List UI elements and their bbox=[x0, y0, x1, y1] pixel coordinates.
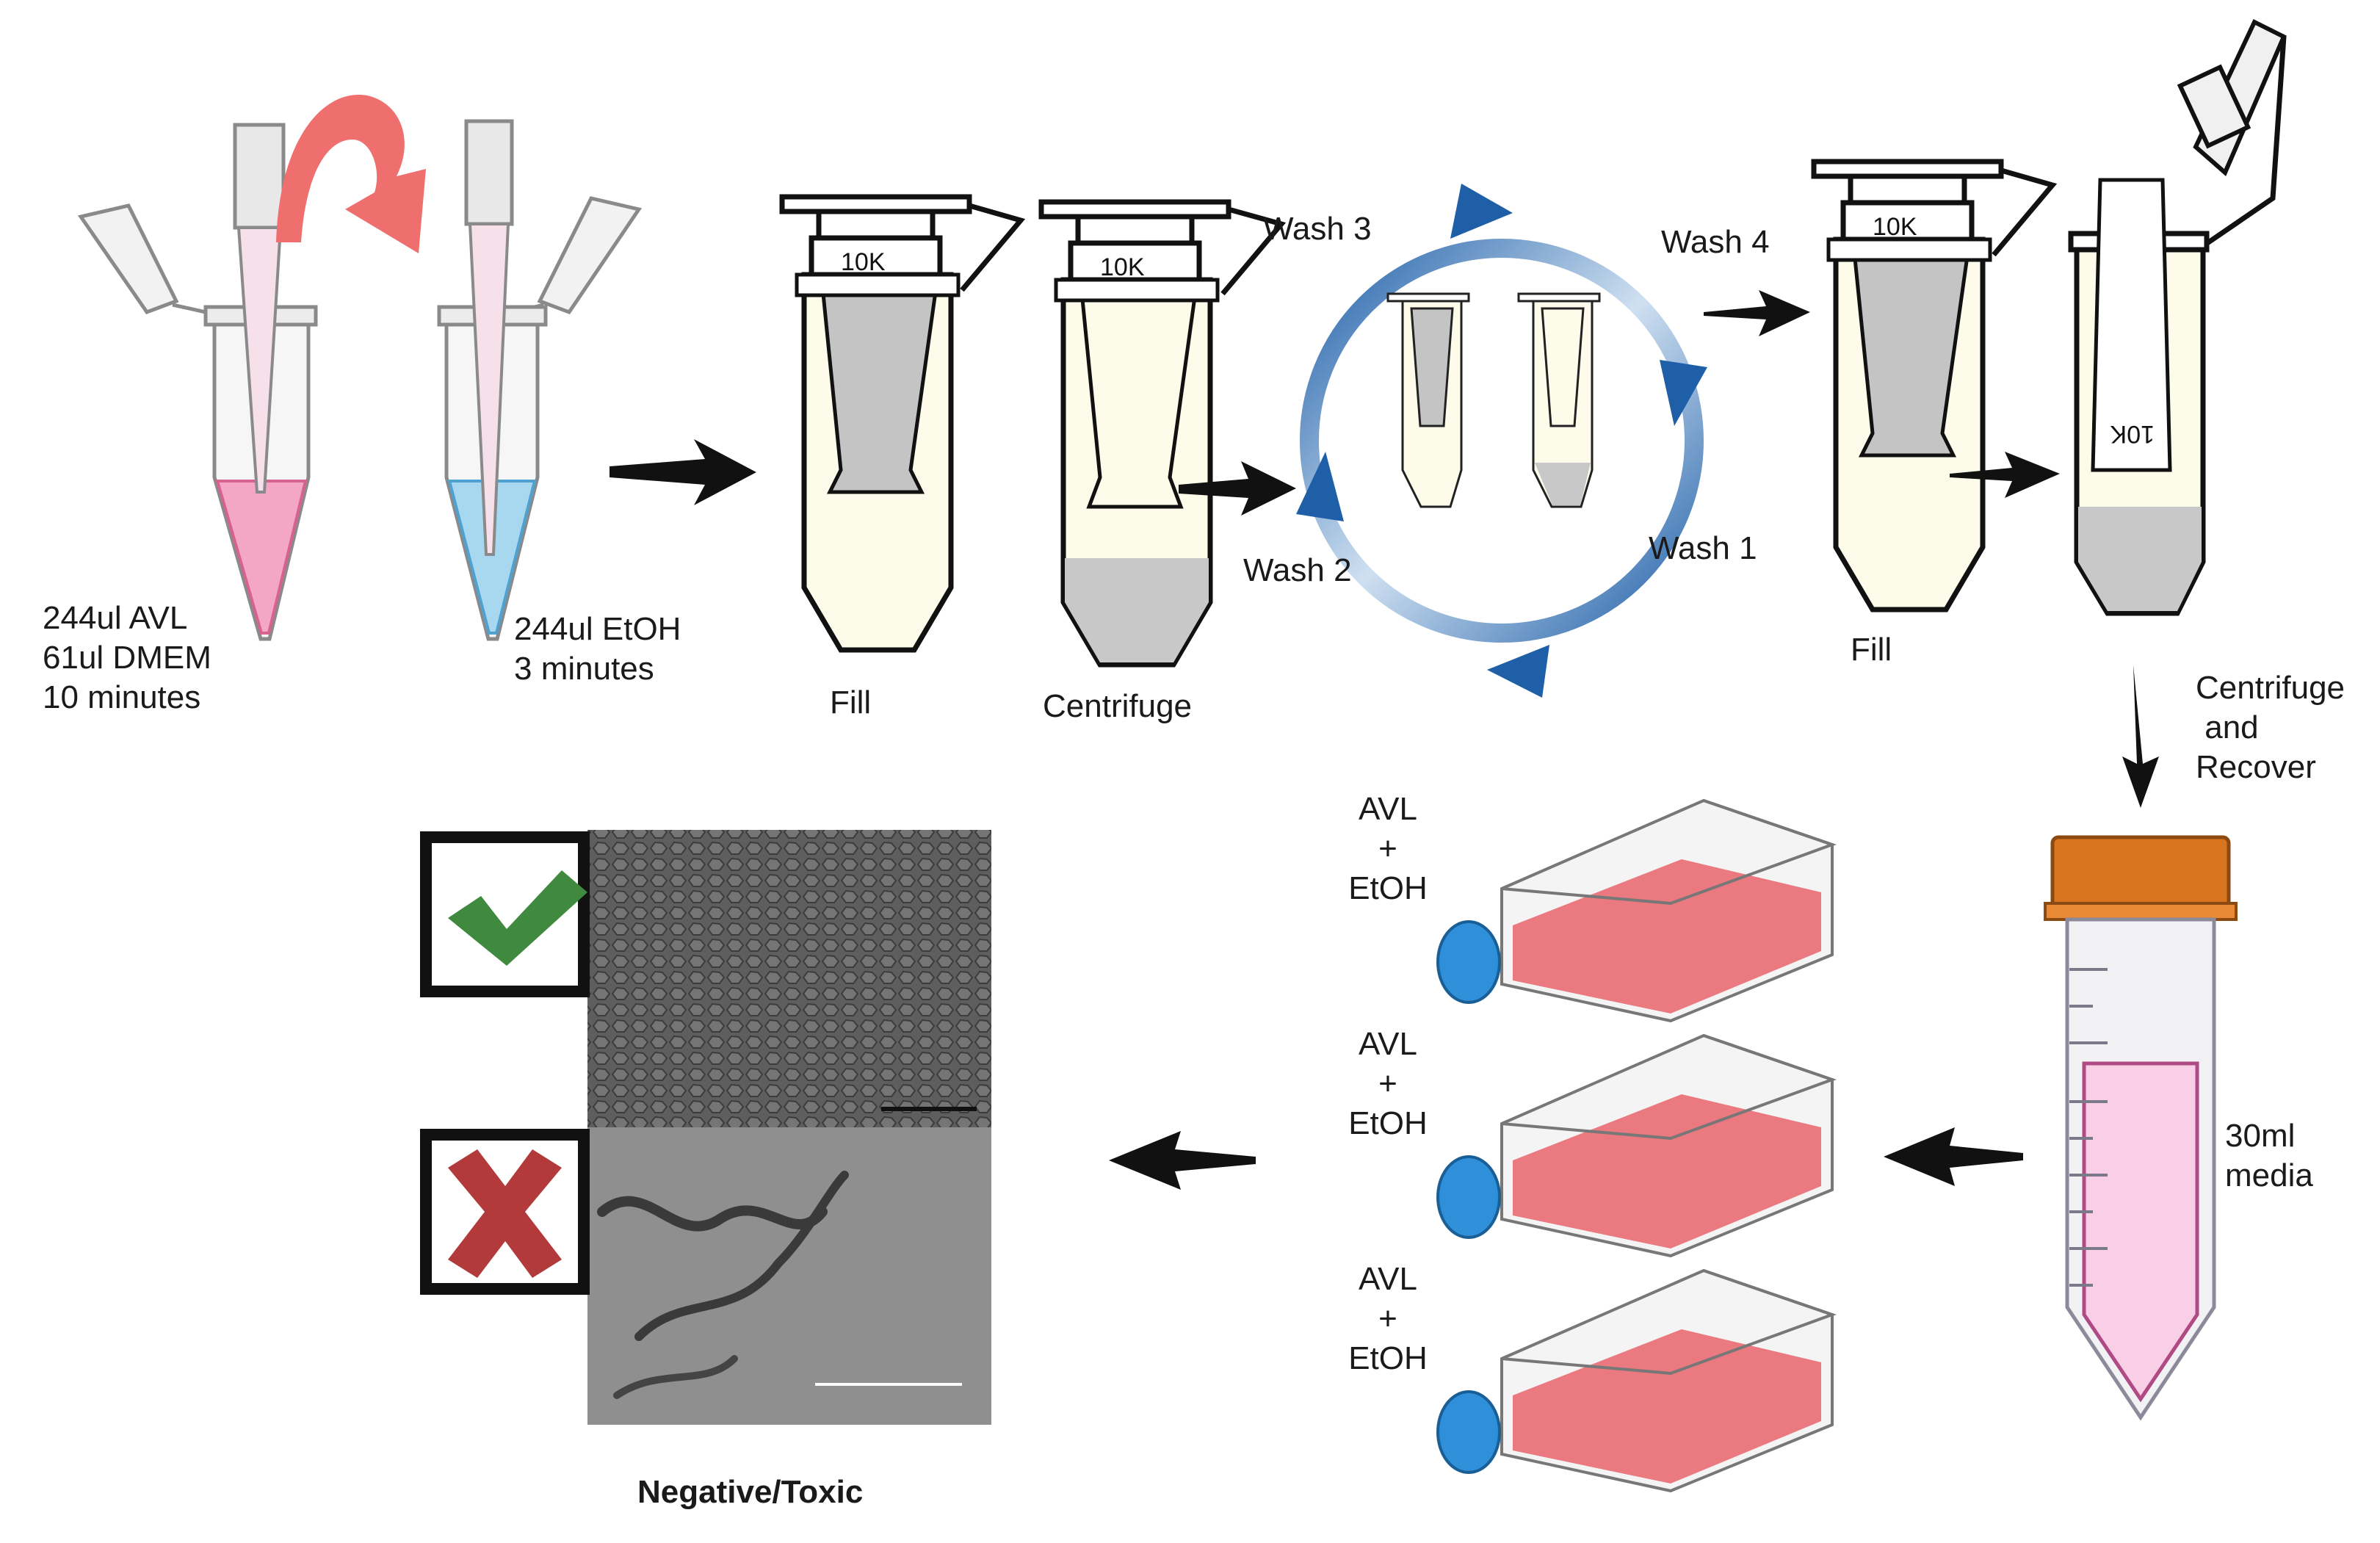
filter-tube-fill-2: 10K bbox=[1811, 159, 2058, 612]
micrograph-toxic bbox=[587, 1127, 991, 1425]
arrow-right bbox=[610, 439, 756, 505]
svg-text:10K: 10K bbox=[1873, 213, 1917, 241]
eppendorf-tube-avl bbox=[77, 123, 318, 641]
flask3-label: AVL + EtOH bbox=[1348, 1261, 1428, 1376]
mini-filter-tube bbox=[1517, 292, 1601, 508]
result-panel bbox=[420, 830, 991, 1425]
transfer-arrow bbox=[276, 95, 426, 253]
cycle-arrowhead bbox=[1660, 360, 1707, 426]
result-caption: Negative/Toxic bbox=[637, 1474, 864, 1510]
mini-filter-tube bbox=[1386, 292, 1470, 508]
wash-cycle bbox=[1296, 184, 1707, 698]
cross-icon bbox=[448, 1149, 562, 1278]
falcon-label: 30ml media bbox=[2225, 1118, 2313, 1193]
cycle-arrowhead bbox=[1450, 184, 1513, 239]
fill2-label: Fill bbox=[1851, 632, 1892, 668]
centrifuge-label: Centrifuge bbox=[1043, 688, 1193, 724]
wash2-label: Wash 2 bbox=[1243, 552, 1352, 588]
filter-tube-inverted: 10K bbox=[2068, 18, 2287, 616]
wash1-label: Wash 1 bbox=[1649, 530, 1757, 566]
flask2-label: AVL + EtOH bbox=[1348, 1026, 1428, 1141]
recover-label: Centrifuge and Recover bbox=[2196, 670, 2345, 785]
check-icon bbox=[448, 870, 587, 966]
tube1-label: 244ul AVL 61ul DMEM 10 minutes bbox=[43, 600, 211, 715]
check-box bbox=[420, 831, 590, 997]
svg-text:10K: 10K bbox=[1100, 253, 1145, 281]
culture-flask bbox=[1436, 1268, 1837, 1493]
arrow-down bbox=[2122, 665, 2159, 808]
cycle-arrowhead bbox=[1296, 452, 1344, 521]
svg-text:10K: 10K bbox=[2110, 420, 2155, 448]
arrow-right bbox=[1179, 461, 1296, 516]
tube2-label: 244ul EtOH 3 minutes bbox=[514, 611, 681, 687]
arrow-left bbox=[1109, 1131, 1256, 1190]
arrow-left bbox=[1884, 1127, 2023, 1186]
filter-tube-centrifuge: 10K bbox=[1038, 199, 1287, 668]
cycle-arrowhead bbox=[1487, 645, 1549, 698]
filter-tube-fill: 10K bbox=[779, 194, 1026, 653]
eppendorf-tube-etoh bbox=[437, 119, 643, 641]
micrograph-healthy bbox=[587, 830, 991, 1127]
falcon-tube bbox=[2044, 835, 2238, 1421]
fill-label: Fill bbox=[830, 684, 872, 720]
culture-flask bbox=[1436, 1033, 1837, 1258]
culture-flask bbox=[1436, 798, 1837, 1023]
svg-text:10K: 10K bbox=[841, 248, 886, 276]
arrow-right bbox=[1950, 452, 2060, 498]
flask1-label: AVL + EtOH bbox=[1348, 791, 1428, 906]
wash3-label: Wash 3 bbox=[1263, 211, 1372, 247]
wash4-label: Wash 4 bbox=[1661, 224, 1770, 260]
arrow-right bbox=[1704, 290, 1810, 336]
